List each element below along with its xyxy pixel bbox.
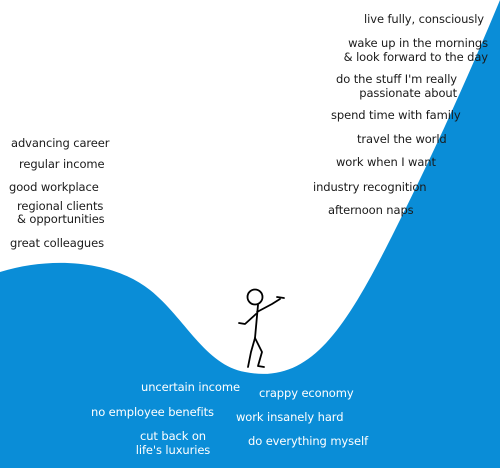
label-regional-clients: regional clients & opportunities: [17, 199, 105, 226]
label-uncertain-income: uncertain income: [141, 380, 240, 394]
label-cut-back: cut back on life's luxuries: [135, 429, 211, 457]
label-wake-up: wake up in the mornings & look forward t…: [343, 36, 488, 64]
label-do-everything-myself: do everything myself: [248, 434, 369, 448]
label-afternoon-naps: afternoon naps: [328, 203, 414, 217]
label-industry-recognition: industry recognition: [313, 180, 427, 194]
label-regular-income: regular income: [19, 157, 105, 171]
label-spend-time-family: spend time with family: [331, 108, 461, 122]
label-work-insanely-hard: work insanely hard: [236, 410, 344, 424]
label-crappy-economy: crappy economy: [259, 386, 354, 400]
label-travel-world: travel the world: [357, 132, 447, 146]
label-do-the-stuff: do the stuff I'm really passionate about: [336, 72, 457, 100]
label-great-colleagues: great colleagues: [10, 236, 104, 250]
label-advancing-career: advancing career: [11, 136, 110, 150]
stick-figure-icon: [238, 288, 285, 368]
label-no-employee-benefits: no employee benefits: [91, 405, 214, 419]
label-work-when-i-want: work when I want: [336, 155, 436, 169]
label-live-fully: live fully, consciously: [364, 12, 484, 26]
label-good-workplace: good workplace: [9, 180, 99, 194]
